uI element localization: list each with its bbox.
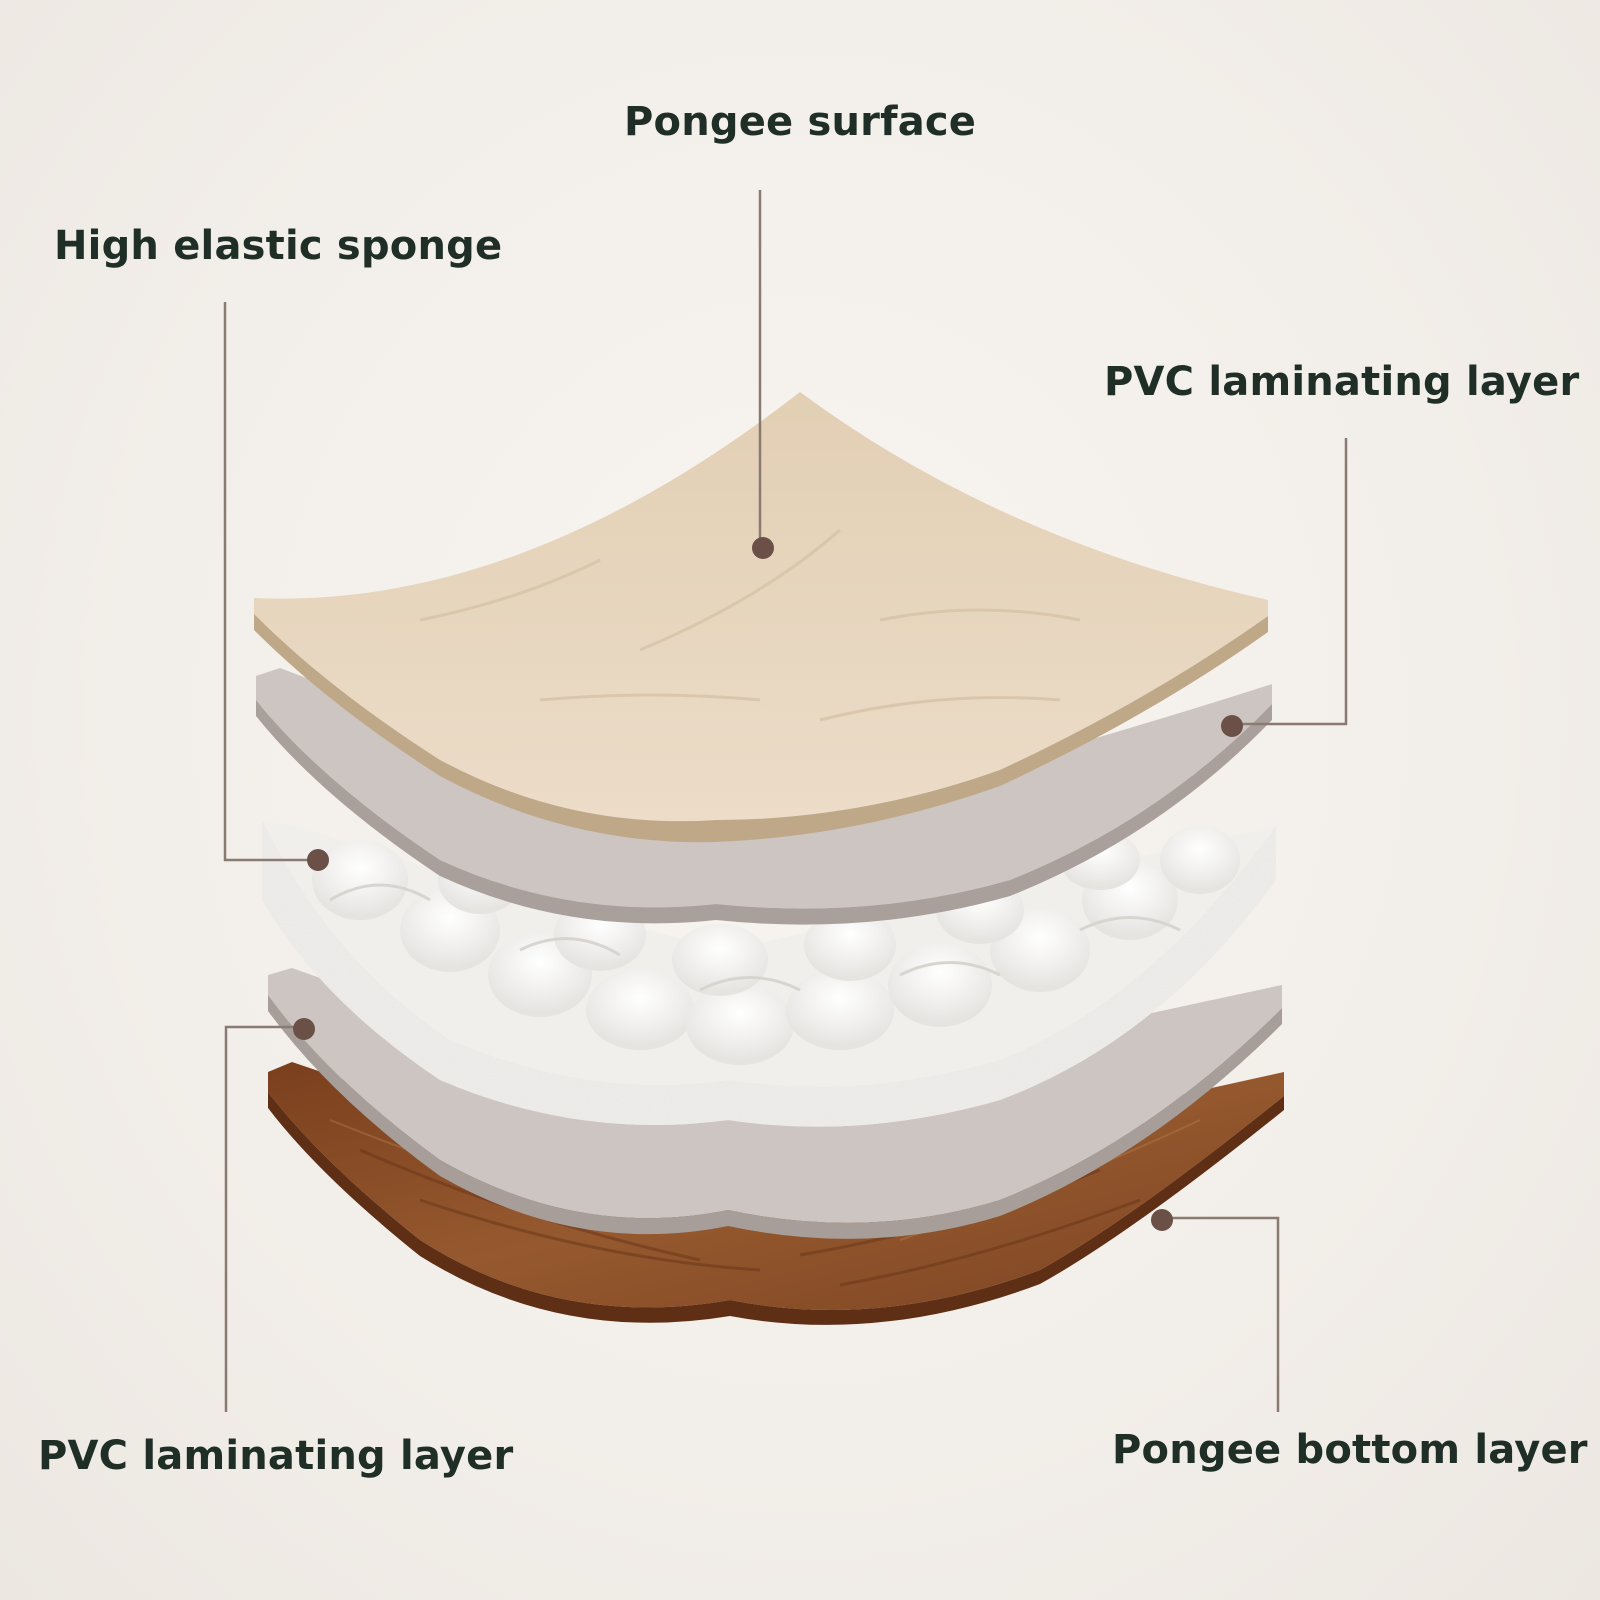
- pvc-laminating-layer-upper: [256, 668, 1272, 925]
- leader-high-elastic-sponge: [223, 302, 318, 862]
- marker-dot-pongee-surface: [752, 537, 774, 559]
- marker-dot-high-elastic-sponge: [307, 849, 329, 871]
- pongee-surface-layer: [254, 392, 1268, 843]
- marker-dot-pvc-top: [1221, 715, 1243, 737]
- label-pvc-laminating-layer-bottom: PVC laminating layer: [38, 1433, 514, 1479]
- leader-pvc-top: [1232, 438, 1348, 726]
- leader-pvc-bottom: [224, 1025, 304, 1412]
- marker-dots: [293, 537, 1243, 1231]
- label-pvc-laminating-layer-top: PVC laminating layer: [1104, 359, 1580, 405]
- leader-pongee-bottom: [1162, 1216, 1280, 1412]
- marker-dot-pvc-bottom: [293, 1018, 315, 1040]
- label-pongee-surface: Pongee surface: [624, 99, 977, 145]
- pvc-laminating-layer-lower: [268, 968, 1282, 1239]
- label-pongee-bottom-layer: Pongee bottom layer: [1112, 1427, 1588, 1473]
- marker-dot-pongee-bottom: [1151, 1209, 1173, 1231]
- leader-lines: [223, 190, 1348, 1412]
- label-high-elastic-sponge: High elastic sponge: [54, 223, 503, 269]
